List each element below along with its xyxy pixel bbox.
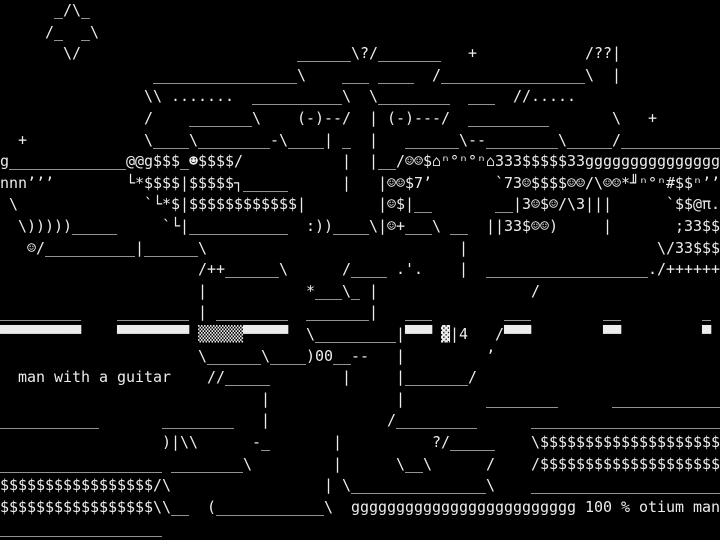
ascii-row: \ `└*$|$$$$$$$$$$$$| |☺$|__ __|3☺$☺/\3||… — [0, 195, 720, 214]
ascii-row: \\ ....... __________\ \________ ___ //.… — [0, 87, 577, 106]
ascii-row: __________________ ________\ | \__\ / /$… — [0, 454, 720, 473]
ascii-row: /_ _\ — [0, 22, 100, 41]
ascii-row: \)))))_____ `└|___________ :))____\|☺+__… — [0, 217, 720, 235]
ascii-row: $$$$$$$$$$$$$$$$$/\ | \_______________\ … — [0, 476, 720, 495]
ascii-row: \/ ______\?/_______ + /??| — [0, 44, 622, 63]
ascii-row-title: man with a guitar //_____ | |_______/ — [0, 368, 478, 387]
ascii-row: _________ ________ | ________ _______| _… — [0, 303, 712, 322]
ascii-row: | *___\_ | / — [0, 281, 541, 300]
ascii-row: / _______\ (-)--/ | (-)---/ _________ \ … — [0, 109, 658, 127]
ascii-row: ___________ ________ | /_________ ______… — [0, 411, 720, 430]
ascii-row: /++______\ /____ .'. | _________________… — [0, 260, 720, 279]
ascii-row: )|\\ -_ | ?/_____ \$$$$$$$$$$$$$$$$$$$$ — [0, 433, 720, 451]
ascii-row: nnn’’’ └*$$$$|$$$$$┐_____ | |☺☺$7’ `73☺$… — [0, 173, 720, 192]
ascii-row: g_____________@@g$$$_☻$$$$/ | |__/☺☺$⌂ⁿ°… — [0, 152, 720, 171]
ascii-row: ▀▀▀▀▀▀▀▀▀ ▀▀▀▀▀▀▀▀ ▒▒▒▒▒▀▀▀▀▀ \_________… — [0, 325, 712, 343]
ascii-row: ☺/__________|______\ | \/33$$$ — [0, 238, 720, 257]
ascii-row-status: $$$$$$$$$$$$$$$$$\\__ (____________\ ggg… — [0, 497, 720, 516]
ascii-row: + \____\________-\____| _ | ______\--___… — [0, 130, 720, 149]
ascii-row: | | ________ ____________ — [0, 389, 720, 408]
ascii-row: __________________ — [0, 519, 163, 538]
ascii-row: _/\_ — [0, 1, 91, 19]
ascii-row: ________________\ ___ ____ /____________… — [0, 65, 622, 84]
ascii-row: \______\____)00__-- | ’ — [0, 346, 496, 365]
